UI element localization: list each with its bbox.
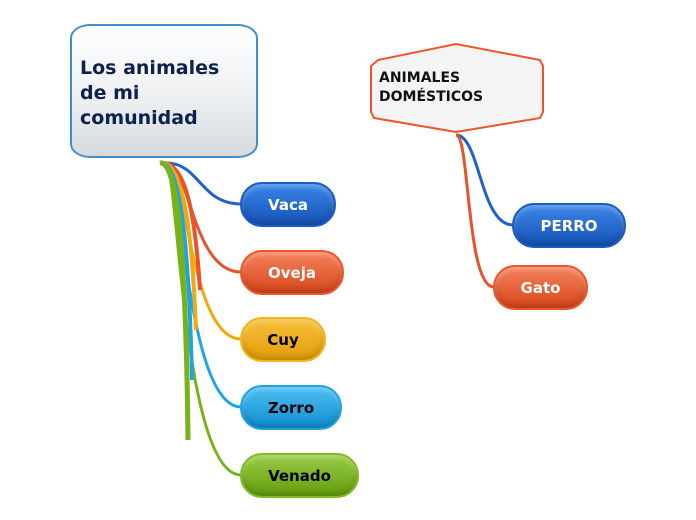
node-label: Cuy	[267, 330, 299, 349]
node-label: Gato	[520, 278, 561, 297]
central-topic-animales-domesticos[interactable]: ANIMALES DOMÉSTICOS	[369, 44, 543, 132]
title-line-3: comunidad	[80, 107, 198, 129]
node-venado[interactable]: Venado	[240, 453, 359, 498]
title-line-1: Los animales	[80, 57, 220, 79]
node-zorro[interactable]: Zorro	[240, 385, 342, 430]
title-line-2: DOMÉSTICOS	[379, 89, 484, 105]
central-topic-title: Los animales de mi comunidad	[80, 56, 219, 131]
node-label: Vaca	[268, 195, 308, 214]
central-topic-animales-comunidad[interactable]: Los animales de mi comunidad	[70, 24, 258, 158]
node-vaca[interactable]: Vaca	[240, 182, 336, 227]
title-line-1: ANIMALES	[379, 70, 461, 86]
node-gato[interactable]: Gato	[493, 265, 588, 310]
node-label: Zorro	[267, 398, 315, 417]
node-label: Venado	[268, 466, 331, 485]
node-label: PERRO	[540, 216, 598, 235]
node-cuy[interactable]: Cuy	[240, 317, 326, 362]
central-topic-title: ANIMALES DOMÉSTICOS	[379, 69, 483, 107]
title-line-2: de mi	[80, 82, 140, 104]
node-perro[interactable]: PERRO	[512, 203, 626, 248]
node-label: Oveja	[268, 263, 316, 282]
node-oveja[interactable]: Oveja	[240, 250, 344, 295]
